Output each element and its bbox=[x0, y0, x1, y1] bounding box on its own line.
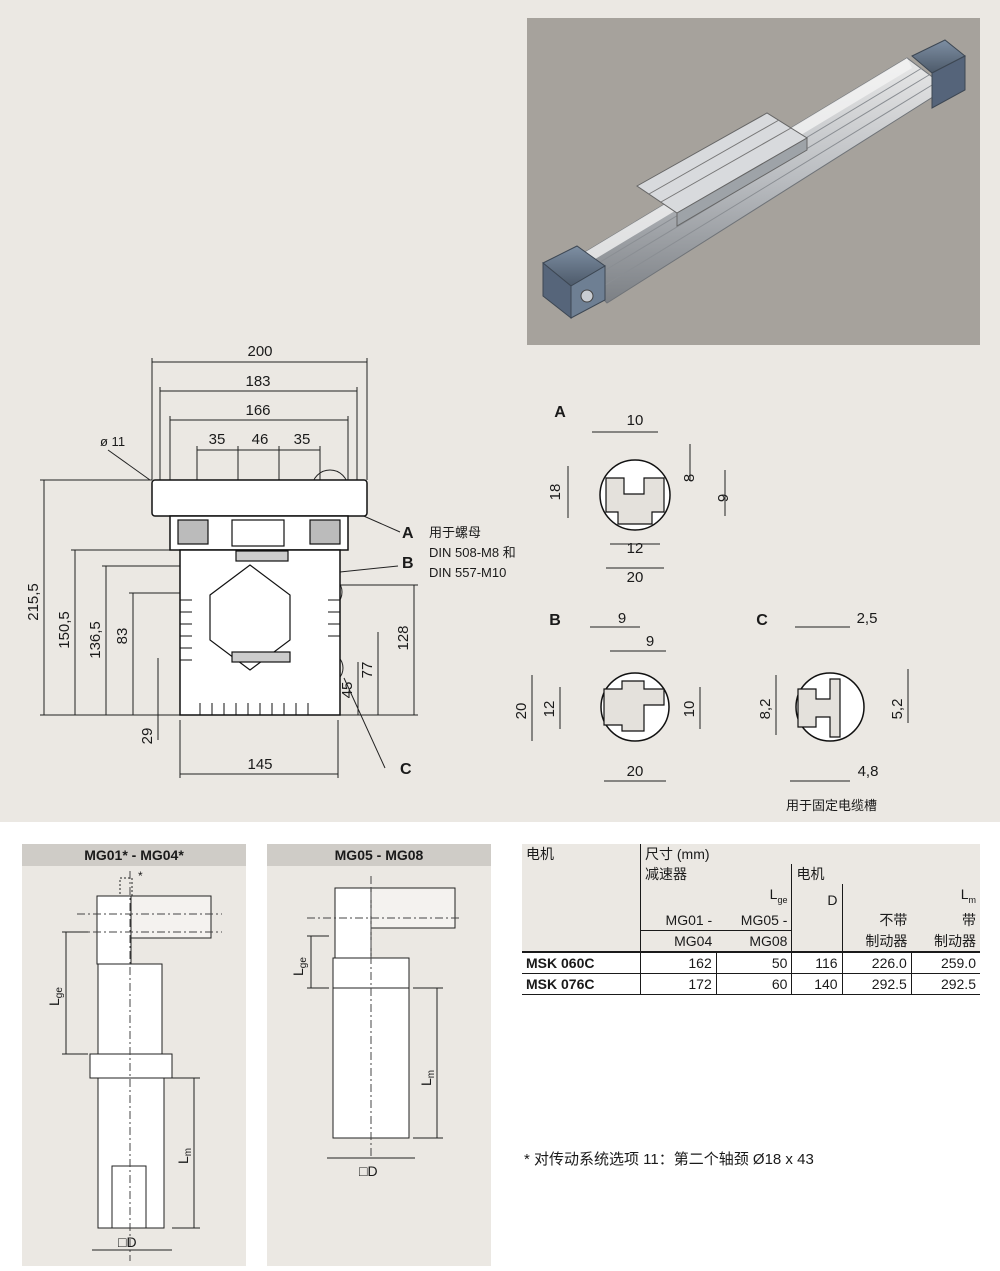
th-gear: 减速器 bbox=[639, 864, 792, 884]
dim-150-5: 150,5 bbox=[56, 611, 73, 649]
motor-gearbox-drawing-mg01: * Lge Lm □D bbox=[46, 869, 222, 1261]
cell-mg05: 60 bbox=[715, 973, 792, 995]
dim-145: 145 bbox=[247, 756, 272, 773]
dim-46: 46 bbox=[252, 431, 269, 448]
note-a-line3: DIN 557-M10 bbox=[429, 565, 506, 580]
footnote: * 对传动系统选项 11：第二个轴颈 Ø18 x 43 bbox=[524, 1151, 814, 1168]
detail-a-dim-18: 18 bbox=[547, 484, 564, 501]
cell-mg05: 50 bbox=[715, 951, 792, 974]
detail-a-dim-8: 8 bbox=[681, 474, 698, 482]
detail-a-dim-10: 10 bbox=[627, 412, 644, 429]
dim-200: 200 bbox=[247, 343, 272, 360]
panel-mg01-mg04: * Lge Lm □D bbox=[22, 866, 246, 1266]
th-dims: 尺寸 (mm) bbox=[639, 844, 792, 864]
detail-b-dim-9-top: 9 bbox=[618, 610, 626, 627]
detail-c-dim-2-5: 2,5 bbox=[857, 610, 878, 627]
dim-29: 29 bbox=[139, 728, 156, 745]
detail-c-caption: 用于固定电缆槽 bbox=[786, 798, 877, 813]
cell-mg01: 162 bbox=[640, 951, 717, 974]
lm-label-right: Lm bbox=[418, 1070, 437, 1086]
table-row: MSK 060C 162 50 116 226.0 259.0 bbox=[522, 951, 980, 974]
detail-a-dim-20: 20 bbox=[627, 569, 644, 586]
th-d: D bbox=[791, 884, 843, 910]
lge-label-left: Lge bbox=[46, 987, 65, 1006]
dim-35-right: 35 bbox=[294, 431, 311, 448]
callout-a: A bbox=[402, 525, 414, 542]
th-motor2: 电机 bbox=[791, 864, 843, 884]
dim-45: 45 bbox=[339, 682, 356, 699]
detail-b-label: B bbox=[549, 612, 561, 629]
table-row: MSK 076C 172 60 140 292.5 292.5 bbox=[522, 973, 980, 995]
detail-a-label: A bbox=[554, 404, 566, 421]
detail-a-drawing: A 10 18 8 9 12 20 bbox=[547, 404, 732, 586]
panel-mg05-mg08: Lge Lm □D bbox=[267, 866, 491, 1266]
dimension-table: 电机 尺寸 (mm) 减速器 电机 Lge D Lm MG01 - MG05 -… bbox=[522, 844, 980, 995]
cell-mg01: 172 bbox=[640, 973, 717, 995]
detail-b-dim-9: 9 bbox=[646, 633, 654, 650]
cell-lm-nobrake: 226.0 bbox=[841, 951, 912, 974]
callout-c: C bbox=[400, 761, 412, 778]
note-a-line2: DIN 508-M8 和 bbox=[429, 545, 516, 560]
cell-d: 116 bbox=[791, 951, 843, 974]
dim-hole: ø 11 bbox=[100, 434, 125, 449]
cell-motor: MSK 076C bbox=[522, 973, 641, 995]
lge-label-right: Lge bbox=[290, 957, 309, 976]
detail-a-dim-9: 9 bbox=[715, 494, 732, 502]
dim-136-5: 136,5 bbox=[87, 621, 104, 659]
carriage-plate bbox=[151, 479, 368, 517]
th-mg08: MG08 bbox=[716, 929, 792, 953]
detail-c-dim-5-2: 5,2 bbox=[889, 699, 906, 720]
cell-lm-brake: 292.5 bbox=[910, 973, 980, 995]
dim-128: 128 bbox=[395, 625, 412, 650]
panel-mg01-mg04-title: MG01* - MG04* bbox=[22, 844, 246, 866]
th-lm: Lm bbox=[911, 884, 980, 910]
dim-183: 183 bbox=[245, 373, 270, 390]
panel-mg05-mg08-title: MG05 - MG08 bbox=[267, 844, 491, 866]
dim-83: 83 bbox=[114, 628, 131, 645]
d-label-left: □D bbox=[118, 1234, 137, 1250]
detail-b-dim-10: 10 bbox=[681, 701, 698, 718]
note-a-line1: 用于螺母 bbox=[429, 525, 481, 540]
th-brake-1: 带 bbox=[911, 909, 980, 931]
dim-35-left: 35 bbox=[209, 431, 226, 448]
product-photo bbox=[527, 18, 980, 345]
th-nobrake-2: 制动器 bbox=[841, 930, 912, 953]
cell-lm-nobrake: 292.5 bbox=[841, 973, 912, 995]
th-motor: 电机 bbox=[522, 844, 641, 864]
linear-module-render bbox=[542, 39, 966, 320]
detail-b-dim-20-left: 20 bbox=[513, 703, 530, 720]
lm-label-left: Lm bbox=[175, 1148, 194, 1164]
detail-a-dim-12: 12 bbox=[627, 540, 644, 557]
detail-b-dim-20: 20 bbox=[627, 763, 644, 780]
detail-c-dim-8-2: 8,2 bbox=[757, 699, 774, 720]
d-label-right: □D bbox=[359, 1163, 378, 1179]
dim-215-5: 215,5 bbox=[25, 583, 42, 621]
dim-166: 166 bbox=[245, 402, 270, 419]
cell-lm-brake: 259.0 bbox=[910, 951, 980, 974]
asterisk-mark: * bbox=[138, 869, 143, 883]
cell-motor: MSK 060C bbox=[522, 951, 641, 974]
th-brake-2: 制动器 bbox=[911, 930, 980, 953]
cell-d: 140 bbox=[791, 973, 843, 995]
th-mg04: MG04 bbox=[640, 929, 717, 953]
detail-c-label: C bbox=[756, 612, 768, 629]
motor-gearbox-drawing-mg05: Lge Lm □D bbox=[290, 876, 459, 1179]
detail-c-dim-4-8: 4,8 bbox=[858, 763, 879, 780]
th-lge: Lge bbox=[716, 884, 792, 910]
callout-b: B bbox=[402, 555, 414, 572]
cross-section-drawing: 200 183 166 35 46 35 145 ø 11 215,5 150,… bbox=[25, 343, 516, 778]
th-mg01: MG01 - bbox=[640, 909, 717, 931]
detail-c-drawing: C 2,5 8,2 5,2 4,8 用于固定电缆槽 bbox=[756, 610, 909, 813]
th-nobrake-1: 不带 bbox=[841, 909, 912, 931]
detail-b-drawing: B 9 9 20 12 10 20 bbox=[513, 610, 701, 782]
dim-77: 77 bbox=[359, 662, 376, 679]
th-mg05: MG05 - bbox=[716, 909, 792, 931]
detail-b-dim-12: 12 bbox=[541, 701, 558, 718]
